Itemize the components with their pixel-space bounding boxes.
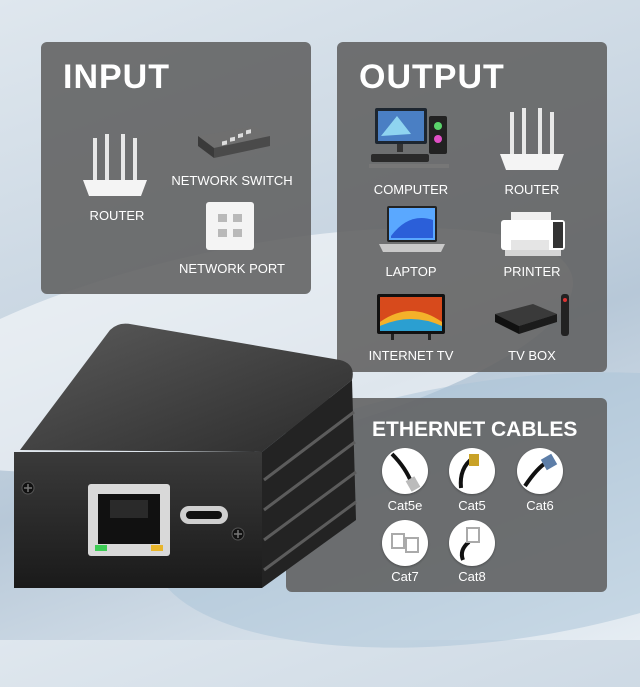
tv-box-icon: [495, 294, 569, 336]
output-device-label: TV BOX: [508, 348, 556, 363]
input-device-label: NETWORK SWITCH: [171, 173, 293, 188]
cable-label: Cat5e: [387, 498, 423, 513]
output-panel: OUTPUT COMPUTER ROUTER LAPTOP PRINTER: [337, 42, 607, 372]
output-title: OUTPUT: [359, 58, 505, 96]
cat7-cable-icon: [382, 520, 428, 566]
cable-label: Cat6: [526, 498, 554, 513]
tv-icon: [377, 294, 445, 340]
input-title: INPUT: [63, 58, 170, 96]
cable-label: Cat5: [458, 498, 486, 513]
cat8-cable-icon: [449, 520, 495, 566]
output-device-label: LAPTOP: [385, 264, 437, 279]
network-port-icon: [206, 202, 254, 250]
output-device-label: PRINTER: [503, 264, 561, 279]
network-switch-icon: [198, 126, 270, 158]
cable-label: Cat8: [458, 569, 486, 584]
input-panel: INPUT ROUTER NETWORK SWITCH NETWORK PORT: [41, 42, 311, 294]
input-device-label: NETWORK PORT: [179, 261, 285, 276]
computer-icon: [369, 108, 449, 168]
laptop-icon: [379, 206, 445, 252]
output-device-label: ROUTER: [504, 182, 560, 197]
cat6-cable-icon: [517, 448, 563, 494]
cables-title: ETHERNET CABLES: [372, 418, 578, 441]
output-device-label: COMPUTER: [373, 182, 449, 197]
cat5-cable-icon: [449, 448, 495, 494]
router-icon: [83, 134, 147, 196]
cable-label: Cat7: [391, 569, 419, 584]
ethernet-adapter: [14, 323, 357, 588]
output-device-label: INTERNET TV: [368, 348, 454, 363]
cat5e-cable-icon: [382, 448, 428, 494]
input-device-label: ROUTER: [89, 208, 145, 223]
router-icon: [500, 108, 564, 170]
printer-icon: [501, 212, 565, 256]
